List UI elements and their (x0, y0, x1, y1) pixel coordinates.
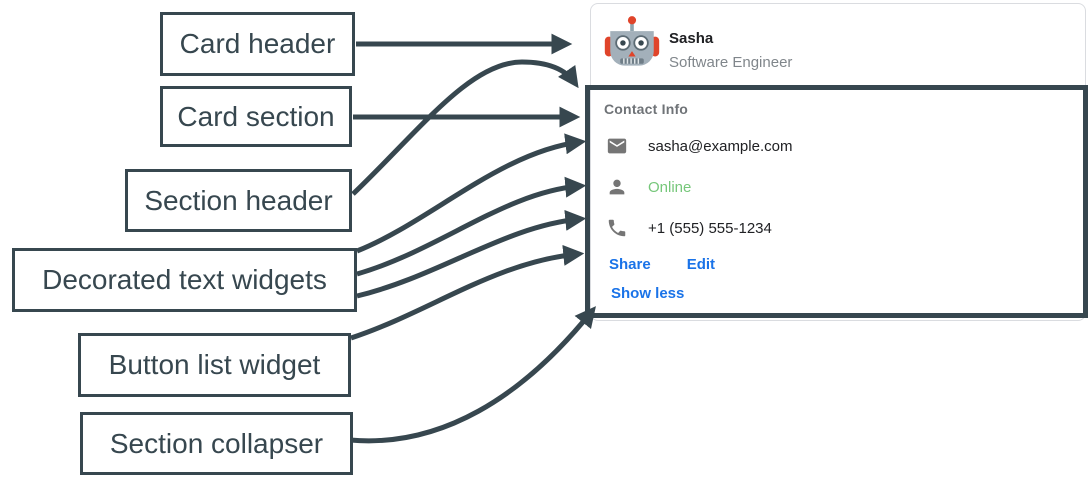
annotation-label-section-header: Section header (125, 169, 352, 232)
decorated-text-value: Online (648, 178, 692, 196)
phone-icon (608, 219, 626, 237)
decorated-text-email: sasha@example.com (606, 135, 792, 157)
section-header: Contact Info (604, 101, 689, 117)
person-icon (609, 179, 625, 195)
show-less-button[interactable]: Show less (611, 285, 685, 302)
arrow-section-collapser (349, 306, 596, 444)
card-title: Sasha (669, 30, 714, 47)
annotation-label-card-header: Card header (160, 12, 355, 76)
decorated-text-status: Online (606, 176, 691, 198)
annotation-label-text: Card header (179, 28, 336, 59)
card-subtitle: Software Engineer (669, 54, 793, 71)
annotation-label-text: Section header (144, 184, 333, 216)
annotation-label-decorated-text-widgets: Decorated text widgets (12, 248, 357, 312)
share-button[interactable]: Share (609, 256, 651, 273)
edit-button[interactable]: Edit (686, 256, 716, 273)
decorated-text-phone: +1 (555) 555-1234 (606, 217, 772, 239)
decorated-text-value: +1 (555) 555-1234 (648, 219, 772, 237)
annotation-label-text: Decorated text widgets (42, 264, 327, 295)
button-list: Share Edit (609, 256, 715, 273)
arrow-decorated-text-2 (356, 176, 587, 277)
annotation-label-text: Card section (177, 100, 335, 132)
annotation-label-text: Section collapser (109, 427, 324, 459)
arrow-decorated-text-3 (356, 209, 587, 299)
email-icon (607, 138, 627, 154)
annotation-label-card-section: Card section (160, 86, 352, 147)
robot-avatar (603, 13, 661, 71)
annotation-label-button-list-widget: Button list widget (78, 333, 351, 397)
annotation-label-text: Button list widget (108, 349, 321, 380)
decorated-text-value: sasha@example.com (648, 137, 793, 155)
contact-card: Sasha Software Engineer Contact Info sas… (590, 3, 1086, 321)
annotation-label-section-collapser: Section collapser (80, 412, 353, 475)
arrow-section-header (351, 59, 579, 196)
arrow-decorated-text-1 (356, 133, 587, 254)
section-collapser: Show less (611, 285, 684, 303)
arrow-button-list (350, 244, 585, 341)
